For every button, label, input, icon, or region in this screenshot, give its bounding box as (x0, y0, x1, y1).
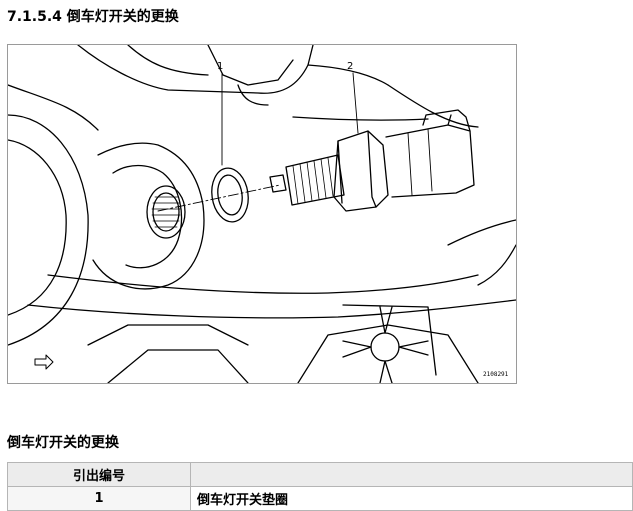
arrow-right-outline-icon (34, 354, 54, 370)
subsection-title: 倒车灯开关的更换 (7, 435, 119, 451)
figure-id: 2108291 (483, 371, 509, 378)
illustration-figure: 1 2 2108291 (7, 44, 517, 384)
legend-table: 引出编号 1 倒车灯开关垫圈 (7, 462, 633, 511)
legend-row-description: 倒车灯开关垫圈 (190, 486, 633, 511)
section-title: 7.1.5.4 倒车灯开关的更换 (7, 9, 179, 25)
callout-2: 2 (347, 61, 353, 72)
table-row: 1 倒车灯开关垫圈 (7, 486, 633, 511)
legend-header-description (190, 462, 633, 487)
legend-header-row: 引出编号 (7, 462, 633, 487)
callout-1: 1 (217, 61, 223, 72)
legend-row-number: 1 (7, 486, 191, 511)
switch-removal-illustration: 1 2 2108291 (8, 45, 516, 383)
legend-header-number: 引出编号 (7, 462, 191, 487)
